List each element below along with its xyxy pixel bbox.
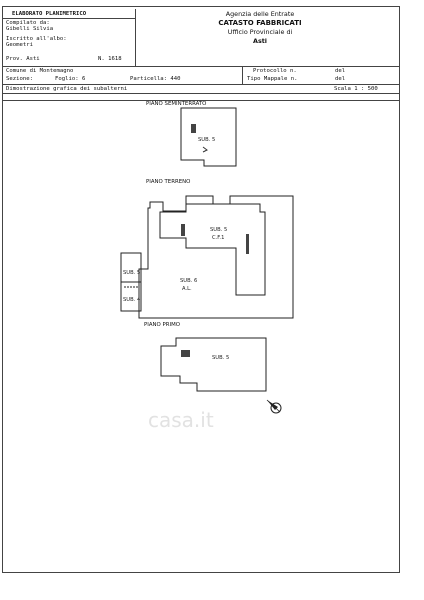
particella-label: Particella: 440 [130,76,181,82]
agency-line-4: Asti [253,37,267,45]
north-arrow-icon [266,399,282,414]
primo-stair-icon [181,350,190,357]
tipo-mappale-del: del [335,76,346,82]
foglio-label: Foglio: 6 [55,76,86,82]
agency-line-2: CATASTO FABBRICATI [218,19,302,27]
plan-primo [160,337,267,392]
header-left-box [2,9,136,66]
compilato-name: Gibelli Silvia [6,26,54,32]
terreno-sub5-label: SUB. 5 [210,227,227,233]
header-rule-3 [2,93,400,94]
header-rule-1 [2,66,400,67]
prov-label: Prov. Asti [6,56,40,62]
protocollo-del: del [335,68,346,74]
doc-title: ELABORATO PLANIMETRICO [12,11,87,17]
door-icon [202,146,208,153]
agency-block: Agenzia delle Entrate CATASTO FABBRICATI… [190,10,330,46]
sem-sub5-label: SUB. 5 [198,137,215,143]
dimostrazione-label: Dimostrazione grafica dei subalterni [6,86,128,92]
terreno-stair-icon [181,224,185,236]
stair-icon [191,124,196,133]
iscritto-value: Geometri [6,42,33,48]
agency-line-3: Ufficio Provinciale di [227,28,293,36]
numero-label: N. 1618 [98,56,122,62]
plan-seminterrato [180,107,237,167]
terreno-side-sub5-label: SUB. 5 [123,270,140,276]
document-frame [2,6,400,573]
agency-line-1: Agenzia delle Entrate [225,10,295,18]
iscritto-label: Iscritto all'albo: [6,36,67,42]
tipo-mappale-label: Tipo Mappale n. [247,76,298,82]
terreno-cf1-label: C.F.1 [212,235,224,241]
comune-label: Comune di Montemagno [6,68,74,74]
scala-label: Scala 1 : 500 [334,86,378,92]
terreno-wall-mark [246,234,249,254]
primo-sub5-label: SUB. 5 [212,355,229,361]
header-rule-2 [2,84,400,85]
terreno-sub6-label: SUB. 6 [180,278,197,284]
header-divider [242,66,243,84]
plan-terreno [120,195,294,319]
floor-title-terreno: PIANO TERRENO [146,179,191,185]
terreno-al-label: A.L. [182,286,192,292]
floor-title-primo: PIANO PRIMO [144,322,180,328]
watermark: casa.it [148,408,214,432]
sezione-label: Sezione: [6,76,33,82]
floor-title-seminterrato: PIANO SEMINTERRATO [146,101,207,107]
header-left-title-box [2,9,135,19]
terreno-side-sub4-label: SUB. 4 [123,297,141,303]
compilato-label: Compilato da: [6,20,50,26]
header-rule-4 [2,100,400,101]
protocollo-label: Protocollo n. [253,68,297,74]
